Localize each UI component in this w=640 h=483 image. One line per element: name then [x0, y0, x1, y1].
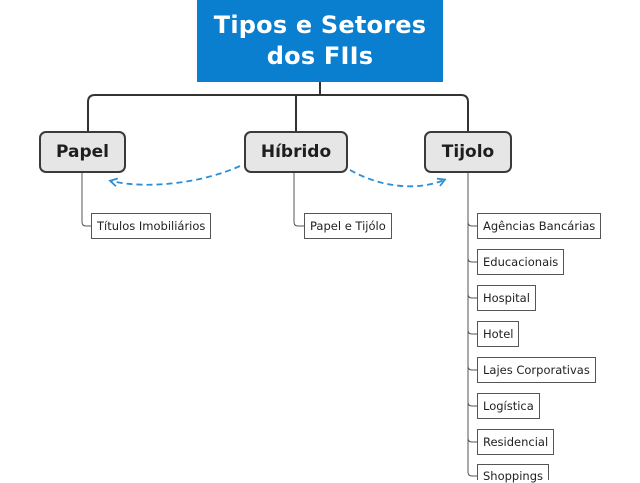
connector-papel-leaf [81, 173, 91, 227]
leaf-label: Lajes Corporativas [483, 363, 590, 377]
leaf-label: Educacionais [483, 255, 559, 269]
connector-root-bar [87, 94, 469, 131]
connector-tijolo-leaf [467, 329, 477, 335]
leaf-node-tijolo[interactable]: Hotel [477, 321, 520, 347]
connector-tijolo-leaf [467, 437, 477, 443]
connector-tijolo-leaf [467, 293, 477, 299]
category-node-papel[interactable]: Papel [39, 131, 126, 173]
leaf-label: Hotel [483, 327, 514, 341]
leaf-label: Residencial [483, 435, 549, 449]
leaf-label: Shoppings [483, 469, 543, 483]
leaf-node-tijolo[interactable]: Logística [477, 393, 540, 419]
leaf-node-hibrido[interactable]: Papel e Tijólo [304, 213, 392, 239]
dashed-arrow-hibrido-to-papel [108, 165, 241, 187]
connector-tijolo-leaf [467, 221, 477, 227]
leaf-node-tijolo[interactable]: Agências Bancárias [477, 213, 602, 239]
connector-hibrido-leaf [293, 173, 304, 227]
category-label: Híbrido [260, 142, 332, 162]
category-node-tijolo[interactable]: Tijolo [424, 131, 512, 173]
connector-tijolo-leaf [467, 365, 477, 371]
connector-tijolo-leaf [467, 257, 477, 263]
leaf-node-tijolo[interactable]: Educacionais [477, 249, 565, 275]
category-label: Papel [55, 142, 109, 162]
leaf-label: Papel e Tijólo [310, 219, 386, 233]
leaf-node-tijolo[interactable]: Hospital [477, 285, 536, 311]
leaf-node-tijolo[interactable]: Residencial [477, 429, 555, 455]
leaf-node-tijolo[interactable]: Lajes Corporativas [477, 357, 596, 383]
leaf-label: Agências Bancárias [483, 219, 596, 233]
connector-tijolo-leaf [467, 471, 477, 477]
leaf-node-tijolo[interactable]: Shoppings [477, 464, 549, 483]
leaf-label: Logística [483, 399, 534, 413]
category-label: Tijolo [441, 142, 495, 162]
leaf-label: Títulos Imobiliários [97, 219, 206, 233]
root-title-line-2: dos FIIs [266, 42, 374, 70]
leaf-label: Hospital [483, 291, 530, 305]
connector-tijolo-leaf [467, 401, 477, 407]
root-node[interactable]: Tipos e Setores dos FIIs [197, 0, 443, 82]
leaf-node-papel[interactable]: Títulos Imobiliários [91, 213, 212, 239]
root-title-line-1: Tipos e Setores [213, 11, 427, 39]
category-node-hibrido[interactable]: Híbrido [244, 131, 348, 173]
dashed-arrow-hibrido-to-tijolo [349, 169, 447, 188]
